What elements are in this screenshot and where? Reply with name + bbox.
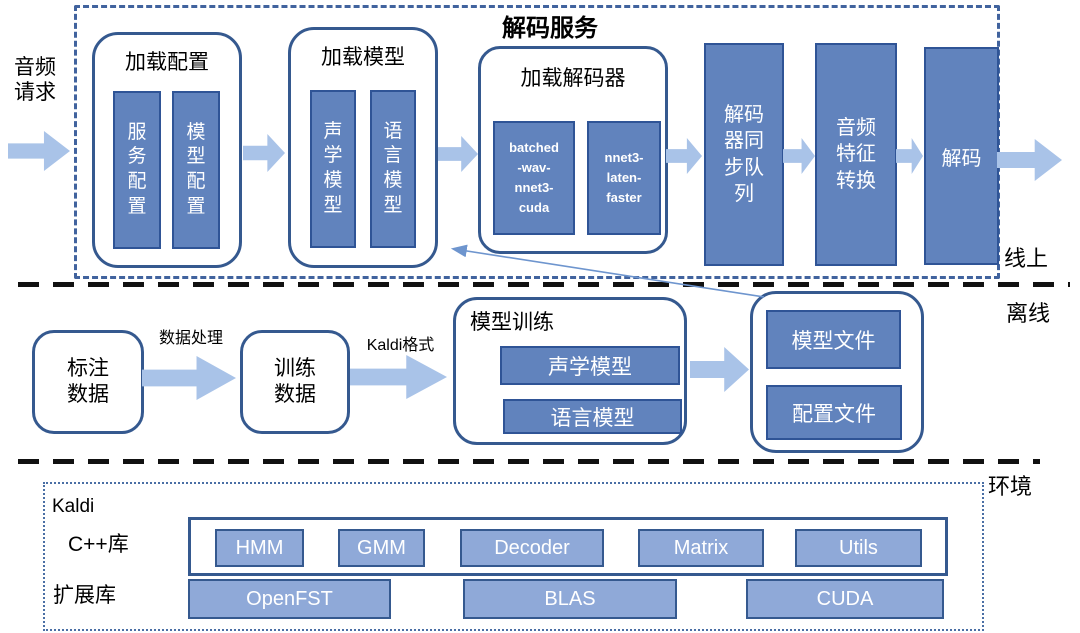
flow-arrow [8,131,70,171]
load-decoder-box: 加载解码器 batched -wav- nnet3- cuda nnet3- l… [478,46,668,254]
decoder-sync-queue-box: 解码 器同 步队 列 [704,43,784,266]
data-processing-label: 数据处理 [158,330,223,347]
openfst-box: OpenFST [188,579,391,619]
acoustic-model-train-bar: 声学模型 [500,346,680,385]
model-training-box: 模型训练 声学模型 语言模型 [453,297,687,445]
flow-arrow [690,347,749,392]
model-file-box: 模型文件 [766,310,901,369]
annotated-data-box: 标注 数据 [32,330,144,434]
audio-request-label: 音频 请求 [14,56,56,104]
utils-box: Utils [795,529,922,567]
service-config-box: 服 务 配 置 [113,91,161,249]
offline-label: 离线 [1006,301,1051,326]
batched-wav-nnet3-cuda-box: batched -wav- nnet3- cuda [493,121,575,235]
matrix-box: Matrix [638,529,764,567]
kaldi-format-label: Kaldi格式 [366,337,435,354]
model-feedback-arrow [450,244,765,298]
flow-arrow [142,356,236,400]
language-model-box: 语 言 模 型 [370,90,416,248]
environment-box: Kaldi C++库 扩展库 HMM GMM Decoder Matrix Ut… [43,482,984,631]
flow-arrow [350,355,447,399]
hmm-box: HMM [215,529,304,567]
load-decoder-title: 加载解码器 [520,67,626,90]
cpp-lib-container: HMM GMM Decoder Matrix Utils [188,517,948,576]
kaldi-label: Kaldi [52,496,95,517]
language-model-train-bar: 语言模型 [503,399,682,434]
decoder-box: Decoder [460,529,604,567]
online-label: 线上 [1004,246,1049,271]
cuda-box: CUDA [746,579,944,619]
ext-lib-label: 扩展库 [53,584,116,607]
model-config-box: 模 型 配 置 [172,91,220,249]
acoustic-model-box: 声 学 模 型 [310,90,356,248]
blas-box: BLAS [463,579,677,619]
online-offline-divider [18,282,1070,287]
decode-box: 解码 [924,47,999,265]
gmm-box: GMM [338,529,425,567]
load-model-title: 加载模型 [321,46,405,69]
environment-label: 环境 [988,474,1033,499]
offline-environment-divider [18,459,1040,464]
load-model-box: 加载模型 声 学 模 型 语 言 模 型 [288,27,438,268]
config-file-box: 配置文件 [766,385,902,440]
output-arrow [997,139,1062,181]
load-config-title: 加载配置 [125,51,209,74]
training-data-box: 训练 数据 [240,330,350,434]
cpp-lib-label: C++库 [68,533,129,556]
nnet3-laten-faster-box: nnet3- laten- faster [587,121,661,235]
output-files-box: 模型文件 配置文件 [750,291,924,453]
model-training-title: 模型训练 [470,311,554,334]
audio-feature-transform-box: 音频 特征 转换 [815,43,897,266]
load-config-box: 加载配置 服 务 配 置 模 型 配 置 [92,32,242,268]
decode-service-title: 解码服务 [502,15,598,42]
